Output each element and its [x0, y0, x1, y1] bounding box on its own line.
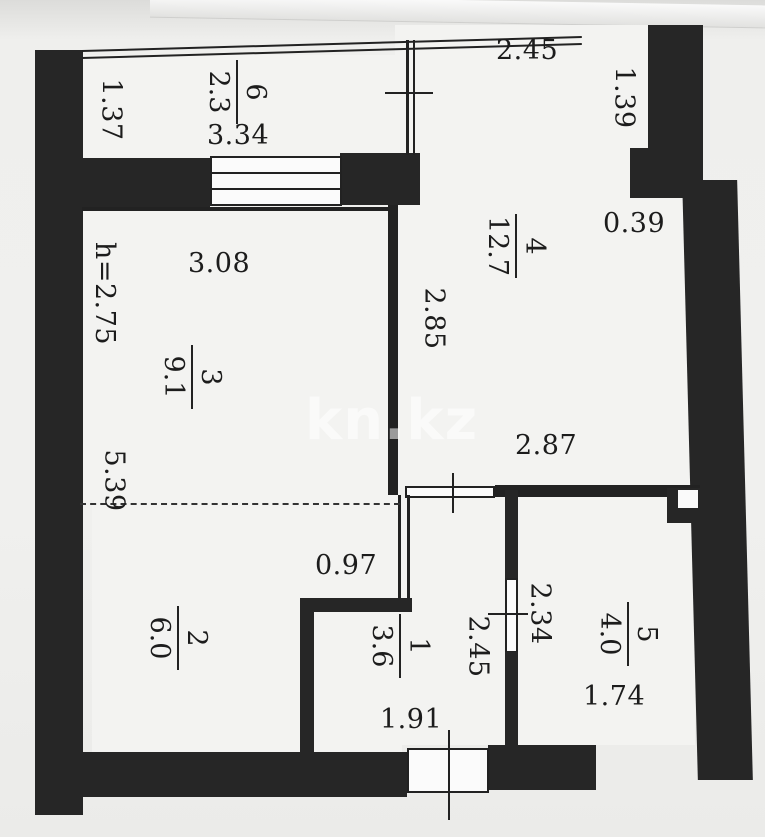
room-4-top-width: 2.45	[496, 35, 559, 66]
room-5-bath	[518, 495, 695, 745]
room-3-area: 9.1	[158, 355, 189, 399]
room-4-kitchen	[395, 25, 695, 490]
ceiling-height: h=2.75	[89, 241, 121, 346]
room-2-hall	[92, 500, 402, 752]
wall-bottom-outer	[35, 752, 407, 797]
room-1-width: 1.91	[380, 704, 443, 735]
wall-living-kitchen	[388, 205, 398, 495]
balcony-door-line-1	[210, 172, 342, 174]
room-2-number: 2	[181, 629, 212, 647]
wall-corridor-left	[398, 495, 401, 600]
balcony-door-line-2	[210, 188, 342, 190]
room-1-number: 1	[403, 637, 434, 655]
room-1-label: 1 3.6	[366, 614, 434, 678]
wall-right-notch	[630, 148, 700, 198]
room-2-area: 6.0	[144, 616, 175, 660]
room-4-side: 2.85	[418, 287, 450, 350]
room-5-width: 1.74	[583, 681, 646, 712]
room-3-width: 3.08	[188, 248, 251, 279]
entrance-tick-v	[448, 730, 450, 820]
room-6-width: 3.34	[207, 120, 270, 151]
room-4-label: 4 12.7	[482, 214, 550, 278]
room-6-number: 6	[240, 83, 271, 101]
fraction-bar	[236, 60, 238, 124]
bath-door	[505, 578, 518, 653]
partition-tick	[385, 92, 433, 94]
wall-balcony-left	[75, 158, 210, 208]
kitchen-doorway	[405, 486, 495, 498]
room-2-label: 2 6.0	[144, 606, 212, 670]
room-3-label: 3 9.1	[158, 345, 226, 409]
room-4-bottom-width: 2.87	[515, 430, 578, 461]
wall-corridor-left-2	[407, 495, 410, 600]
wall-kitchen-bottom	[495, 485, 700, 497]
fraction-bar	[515, 214, 517, 278]
room-1-length: 2.45	[462, 615, 494, 678]
room-3-number: 3	[195, 368, 226, 386]
room-3-living	[82, 210, 400, 500]
wall-living-top	[82, 207, 392, 211]
wall-balcony-right	[340, 153, 420, 205]
room-5-label: 5 4.0	[594, 602, 662, 666]
room-4-area: 12.7	[482, 215, 513, 277]
room-5-length: 2.34	[524, 582, 556, 645]
door-tick-v	[452, 473, 454, 513]
room-1-corridor	[402, 495, 507, 745]
room-2-width: 0.97	[315, 550, 378, 581]
shaft-inner	[678, 490, 698, 508]
balcony-door-window	[210, 156, 342, 206]
wall-corridor-box-top	[300, 598, 412, 612]
room-6-area: 2.3	[203, 70, 234, 114]
fraction-bar	[627, 602, 629, 666]
room-5-area: 4.0	[594, 612, 625, 656]
zone-divider-dashed	[80, 503, 400, 505]
room-4-right-depth: 1.39	[608, 66, 640, 129]
room-1-area: 3.6	[366, 624, 397, 668]
fraction-bar	[177, 606, 179, 670]
room-5-number: 5	[631, 625, 662, 643]
wall-bath-left	[505, 490, 518, 580]
room-3-length: 5.39	[98, 449, 130, 512]
room-4-notch: 0.39	[603, 208, 666, 239]
balcony-partition	[406, 40, 409, 155]
room-6-label: 6 2.3	[203, 60, 271, 124]
watermark: kn.kz	[305, 388, 479, 453]
room-6-balcony	[82, 55, 412, 160]
wall-bottom-right-outer	[488, 745, 596, 790]
balcony-partition-2	[413, 40, 415, 155]
bath-door-tick-h	[488, 613, 528, 615]
room-4-number: 4	[519, 237, 550, 255]
fraction-bar	[191, 345, 193, 409]
fraction-bar	[399, 614, 401, 678]
wall-bath-left-lower	[505, 652, 518, 747]
wall-corridor-box-left	[300, 598, 314, 753]
room-6-depth: 1.37	[95, 78, 127, 141]
